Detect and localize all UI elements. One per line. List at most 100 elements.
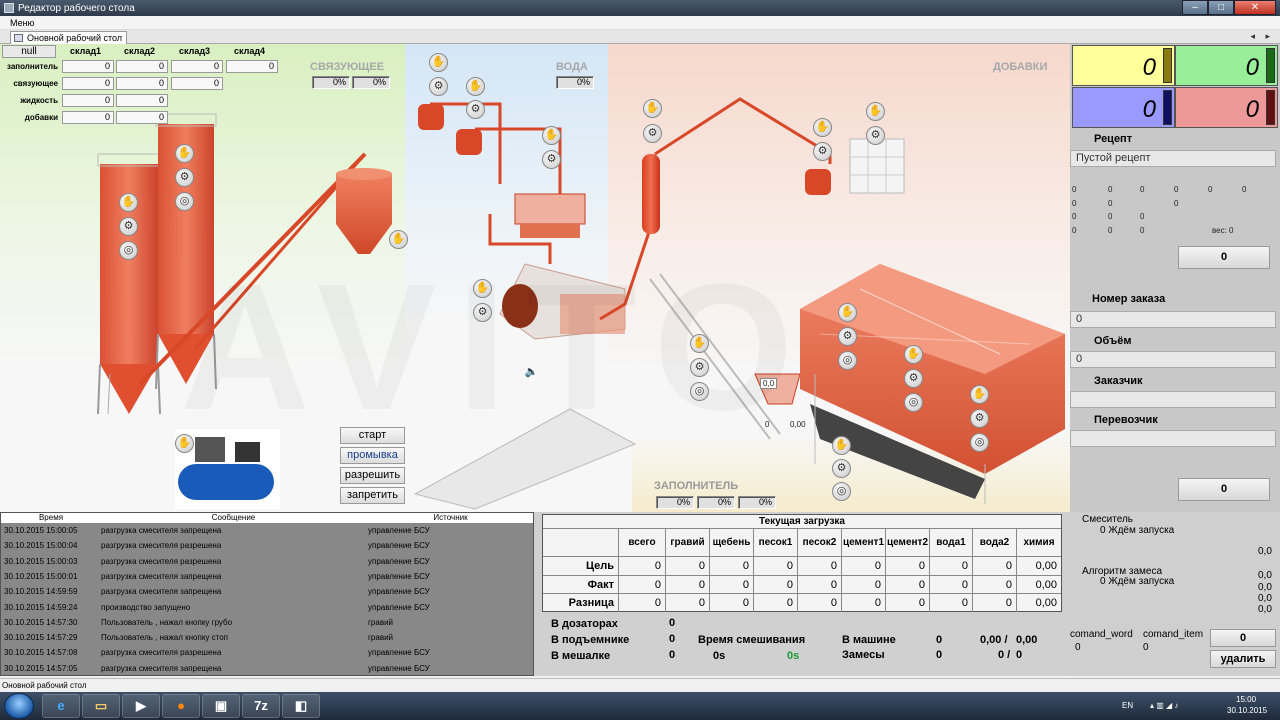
ie-icon[interactable]: e (42, 694, 80, 718)
gear-icon[interactable]: ⚙ (832, 459, 851, 478)
tray-icons[interactable]: ▴ ▥ ◢ ♪ (1150, 701, 1179, 710)
vibrator-icon[interactable]: ◎ (838, 351, 857, 370)
hand-icon[interactable]: ✋ (643, 99, 662, 118)
storage-cell[interactable]: 0 (226, 60, 278, 73)
hand-icon[interactable]: ✋ (389, 230, 408, 249)
start-button[interactable]: старт (340, 427, 405, 444)
allow-button[interactable]: разрешить (340, 467, 405, 484)
gear-icon[interactable]: ⚙ (175, 168, 194, 187)
7zip-icon[interactable]: 7z (242, 694, 280, 718)
storage-cell[interactable]: 0 (171, 77, 223, 90)
maximize-button[interactable]: □ (1208, 0, 1234, 15)
hand-icon[interactable]: ✋ (473, 279, 492, 298)
vibrator-icon[interactable]: ◎ (970, 433, 989, 452)
storage-cell[interactable]: 0 (116, 111, 168, 124)
storage-cell[interactable]: 0 (62, 77, 114, 90)
menu-item-menu[interactable]: Меню (10, 18, 35, 28)
delete-button[interactable]: удалить (1210, 650, 1276, 668)
event-log[interactable]: Время Сообщение Источник 30.10.2015 15:0… (0, 512, 534, 676)
gear-icon[interactable]: ⚙ (119, 217, 138, 236)
monitor-icon[interactable]: ▣ (202, 694, 240, 718)
log-col-time[interactable]: Время (38, 513, 64, 522)
hand-icon[interactable]: ✋ (175, 144, 194, 163)
hand-icon[interactable]: ✋ (119, 193, 138, 212)
order-number-field[interactable]: 0 (1070, 311, 1276, 328)
storage-cell[interactable]: 0 (62, 111, 114, 124)
media-player-icon[interactable]: ▶ (122, 694, 160, 718)
firefox-icon[interactable]: ● (162, 694, 200, 718)
gear-icon[interactable]: ⚙ (838, 327, 857, 346)
hand-icon[interactable]: ✋ (813, 118, 832, 137)
weight-button[interactable]: 0 (1178, 246, 1270, 269)
hand-icon[interactable]: ✋ (690, 334, 709, 353)
gear-icon[interactable]: ⚙ (813, 142, 832, 161)
hand-icon[interactable]: ✋ (429, 53, 448, 72)
hand-icon[interactable]: ✋ (175, 434, 194, 453)
vibrator-icon[interactable]: ◎ (175, 192, 194, 211)
hand-icon[interactable]: ✋ (866, 102, 885, 121)
storage-cell[interactable]: 0 (171, 60, 223, 73)
total-button[interactable]: 0 (1178, 478, 1270, 501)
tab-strip: Оновной рабочий стол ◂ ▸ (0, 30, 1280, 44)
tab-main-desktop[interactable]: Оновной рабочий стол (10, 31, 128, 44)
gear-icon[interactable]: ⚙ (429, 77, 448, 96)
storage-cell[interactable]: 0 (116, 94, 168, 107)
editor-app-icon[interactable]: ◧ (282, 694, 320, 718)
minimize-button[interactable]: – (1182, 0, 1208, 15)
customer-field[interactable] (1070, 391, 1276, 408)
hand-icon[interactable]: ✋ (904, 345, 923, 364)
vibrator-icon[interactable]: ◎ (690, 382, 709, 401)
hand-icon[interactable]: ✋ (832, 436, 851, 455)
start-button[interactable] (4, 693, 34, 719)
gear-icon[interactable]: ⚙ (466, 100, 485, 119)
storage-cell[interactable]: 0 (62, 94, 114, 107)
carrier-field[interactable] (1070, 430, 1276, 447)
gear-icon[interactable]: ⚙ (866, 126, 885, 145)
log-col-source[interactable]: Источник (433, 513, 468, 522)
vibrator-icon[interactable]: ◎ (832, 482, 851, 501)
close-button[interactable]: ✕ (1234, 0, 1276, 15)
load-cell: 0 (754, 594, 798, 612)
vibrator-icon[interactable]: ◎ (119, 241, 138, 260)
deny-button[interactable]: запретить (340, 487, 405, 504)
gear-icon[interactable]: ⚙ (643, 124, 662, 143)
recipe-grid-cell: 0 (1242, 185, 1247, 194)
gear-icon[interactable]: ⚙ (690, 358, 709, 377)
load-col-header: песок1 (754, 529, 798, 557)
storage-cell[interactable]: 0 (62, 60, 114, 73)
hand-icon[interactable]: ✋ (466, 77, 485, 96)
gear-icon[interactable]: ⚙ (473, 303, 492, 322)
hand-icon[interactable]: ✋ (838, 303, 857, 322)
folder-icon[interactable]: ▭ (82, 694, 120, 718)
speaker-icon[interactable]: 🔈 (524, 366, 539, 378)
storage-cell[interactable]: 0 (116, 77, 168, 90)
clock-time[interactable]: 15:00 (1236, 695, 1257, 704)
storage-cell[interactable]: 0 (116, 60, 168, 73)
log-col-message[interactable]: Сообщение (211, 513, 256, 522)
hand-icon[interactable]: ✋ (970, 385, 989, 404)
gear-icon[interactable]: ⚙ (542, 150, 561, 169)
command-field[interactable]: 0 (1210, 629, 1276, 647)
gear-icon[interactable]: ⚙ (904, 369, 923, 388)
in-dosers-value: 0 (669, 617, 676, 629)
vibrator-icon[interactable]: ◎ (904, 393, 923, 412)
clock-date[interactable]: 30.10.2015 (1227, 706, 1268, 715)
recipe-field[interactable]: Пустой рецепт (1070, 150, 1276, 167)
app-icon (4, 3, 14, 13)
tab-scroll-arrows[interactable]: ◂ ▸ (1250, 31, 1274, 41)
flush-button[interactable]: промывка (340, 447, 405, 464)
gear-icon[interactable]: ⚙ (970, 409, 989, 428)
language-indicator[interactable]: EN (1122, 701, 1134, 710)
hand-icon[interactable]: ✋ (542, 126, 561, 145)
volume-field[interactable]: 0 (1070, 351, 1276, 368)
